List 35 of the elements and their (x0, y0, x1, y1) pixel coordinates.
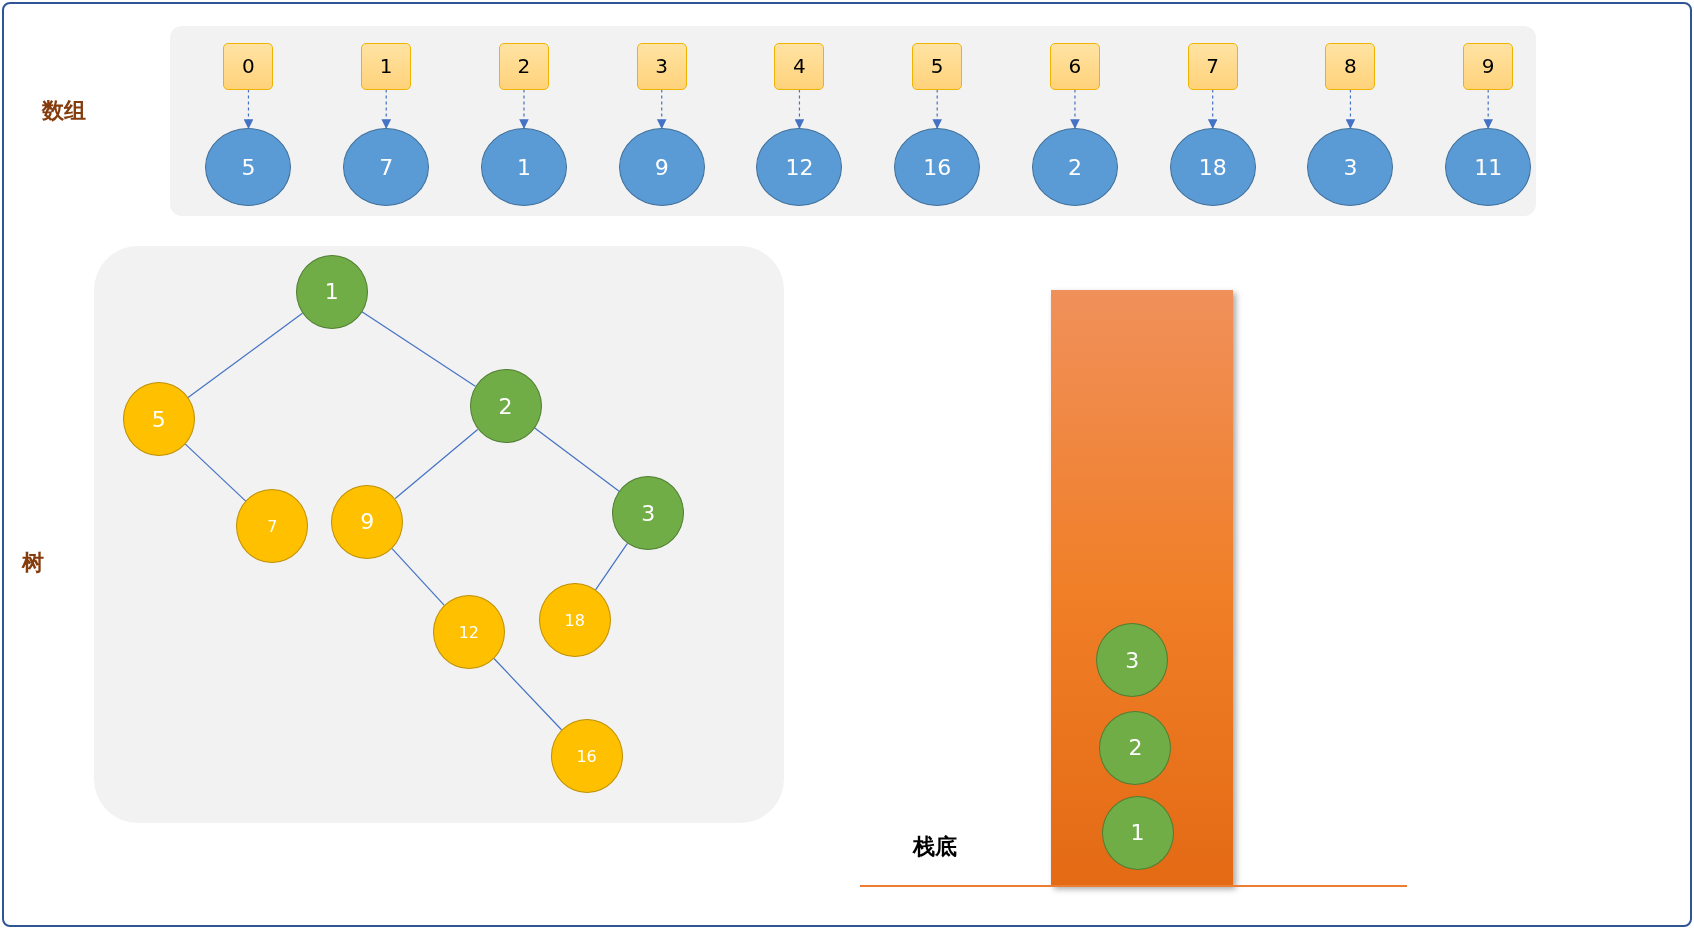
arrow (1483, 88, 1493, 129)
arrow (1345, 88, 1356, 129)
arrow (519, 88, 529, 129)
index-box: 4 (774, 42, 825, 90)
index-box: 5 (912, 42, 963, 90)
index-box: 6 (1049, 42, 1100, 90)
arrow (656, 88, 667, 129)
arrow (381, 88, 391, 129)
connector-line (184, 443, 247, 502)
connector-line (394, 428, 479, 500)
tree-node-circle: 3 (1096, 623, 1169, 698)
index-box: 8 (1325, 42, 1376, 90)
connector-line (493, 657, 563, 731)
stack-bar (1051, 290, 1233, 886)
connector-line (361, 311, 476, 387)
arrow (794, 88, 805, 129)
stack-bottom-label: 栈底 (913, 833, 957, 861)
index-box: 7 (1187, 42, 1238, 90)
index-box: 0 (223, 42, 274, 90)
connector-line (534, 427, 620, 492)
connector-line (187, 312, 303, 399)
index-box: 9 (1463, 42, 1514, 90)
section-heading: 数组 (42, 97, 86, 125)
connector-line (594, 542, 629, 591)
connector-line (391, 548, 445, 606)
index-box: 3 (636, 42, 687, 90)
arrow (243, 88, 254, 129)
tree-node-circle: 2 (1099, 710, 1172, 785)
tree-node-circle: 1 (1101, 795, 1174, 870)
section-heading: 树 (22, 549, 44, 577)
index-box: 2 (498, 42, 549, 90)
arrow (1207, 88, 1218, 129)
arrow (932, 88, 942, 129)
arrow (1070, 88, 1080, 129)
index-box: 1 (361, 42, 412, 90)
